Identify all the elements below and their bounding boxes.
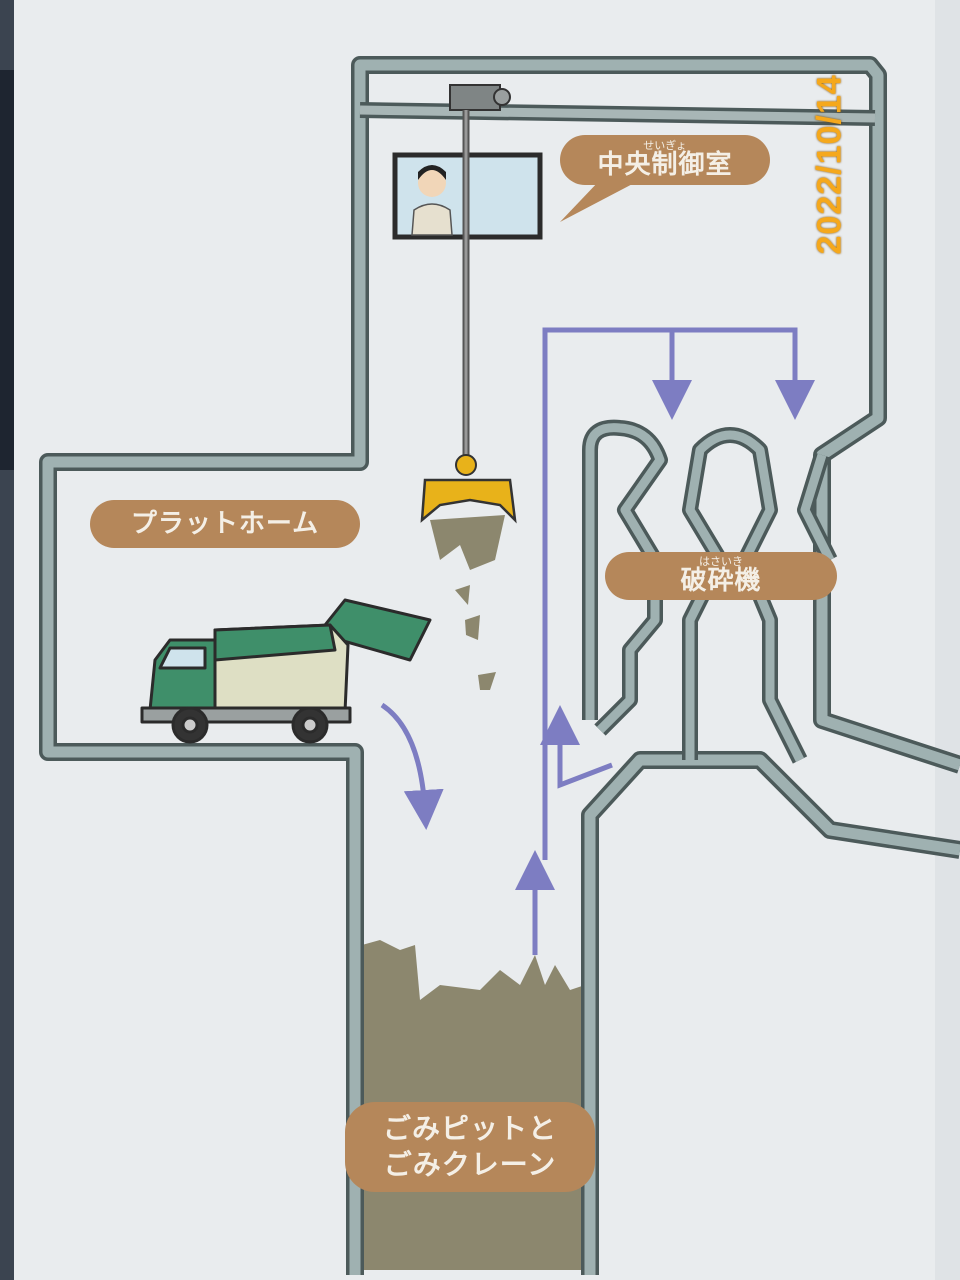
building-outline: [39, 56, 960, 1275]
garbage-truck: [140, 598, 432, 744]
control-room-text: 中央制御室: [597, 150, 733, 180]
crusher-chambers: [582, 419, 838, 764]
date-stamp: 2022/10/14: [810, 74, 849, 255]
pit-text-line2: ごみクレーン: [383, 1148, 557, 1181]
platform-text: プラットホーム: [130, 509, 320, 539]
crane: [420, 84, 517, 524]
arrow-truck-to-pit: [380, 702, 444, 830]
crane-grab: [420, 478, 517, 524]
arrow-return: [540, 705, 613, 789]
operator-body: [411, 203, 453, 236]
flow-arrows: [380, 327, 815, 955]
crusher-text: 破砕機: [680, 566, 762, 596]
falling-garbage: [430, 515, 505, 690]
operator-head: [418, 169, 446, 197]
control-room-ruby: せいぎょ: [643, 139, 687, 152]
crusher-label: はさいき 破砕機: [605, 552, 837, 600]
label-tail: [560, 180, 640, 222]
pit-text-line1: ごみピットと: [382, 1112, 557, 1145]
platform-label: プラットホーム: [90, 500, 360, 548]
control-room-label: せいぎょ 中央制御室: [560, 135, 770, 185]
pit-label: ごみピットと ごみクレーン: [345, 1102, 595, 1192]
crusher-ruby: はさいき: [699, 555, 743, 568]
